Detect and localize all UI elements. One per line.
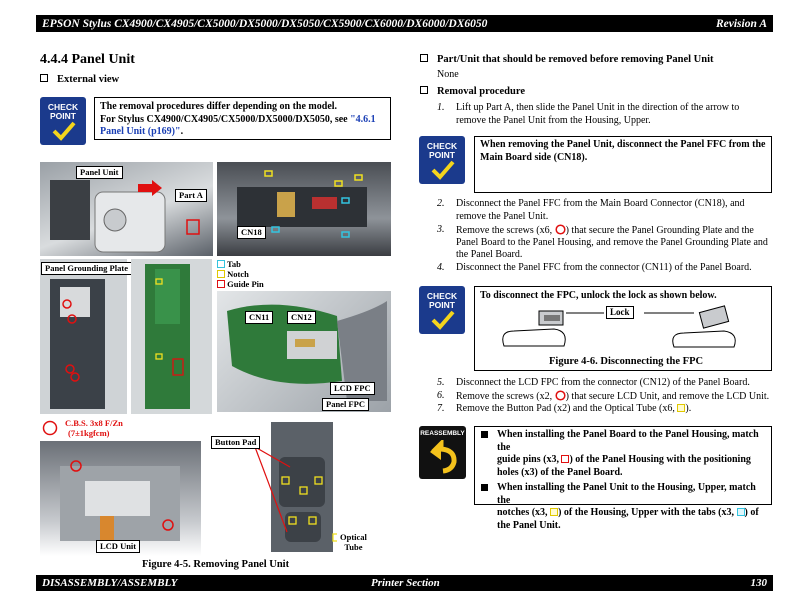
- optical-tube-marker-icon: [677, 404, 686, 412]
- callout-cn18: CN18: [237, 226, 266, 239]
- header-revision: Revision A: [715, 17, 767, 30]
- panel-unit-link[interactable]: "4.6.1 Panel Unit (p169)": [100, 113, 376, 138]
- callout-cn11: CN11: [245, 311, 274, 324]
- notch-marker-icon: [550, 508, 559, 516]
- notch-marker-icon: [217, 270, 225, 278]
- reassembly-note: When installing the Panel Board to the P…: [474, 426, 772, 531]
- photo-main-board-cn18: [217, 162, 391, 256]
- checkpoint-line: For Stylus CX4900/CX4905/CX5000/DX5000/D…: [100, 113, 376, 138]
- legend-guide-pin: Guide Pin: [217, 279, 274, 289]
- step-3: 3. Remove the screws (x6, ) that secure …: [437, 224, 768, 260]
- screw-legend: C.B.S. 3x8 F/Zn (7±1kgfcm): [40, 417, 135, 441]
- screw-marker-icon: [555, 390, 566, 401]
- callout-part-a: Part A: [175, 189, 207, 202]
- guide-pin-marker-icon: [561, 455, 570, 463]
- header-title: EPSON Stylus CX4900/CX4905/CX5000/DX5000…: [42, 17, 488, 30]
- photo-panel-board: [131, 259, 212, 414]
- reassembly-item-2: When installing the Panel Unit to the Ho…: [479, 482, 767, 532]
- checkpoint-note-fpc: To disconnect the FPC, unlock the lock a…: [474, 286, 772, 371]
- callout-lcd-fpc: LCD FPC: [330, 382, 375, 395]
- checkpoint-line: The removal procedures differ depending …: [100, 101, 338, 112]
- bullet-icon: [481, 431, 488, 438]
- prerequisite-heading: Part/Unit that should be removed before …: [420, 54, 714, 65]
- screw-marker-icon: [555, 224, 566, 235]
- photo-panel-grounding-plate: [40, 259, 127, 414]
- screw-marker-icon: [42, 420, 58, 436]
- tab-marker-icon: [217, 260, 225, 268]
- legend: Tab Notch Guide Pin: [217, 259, 274, 289]
- step-6: 6. Remove the screws (x2, ) that secure …: [437, 390, 770, 402]
- square-bullet-icon: [40, 74, 48, 82]
- footer-section: Printer Section: [371, 577, 440, 589]
- checkpoint-icon: CHECK POINT: [40, 97, 86, 145]
- callout-cn12: CN12: [287, 311, 316, 324]
- photo-lcd-unit: [40, 441, 201, 556]
- figure-4-5-caption: Figure 4-5. Removing Panel Unit: [142, 559, 290, 570]
- guide-pin-marker-icon: [217, 280, 225, 288]
- step-5: 5. Disconnect the LCD FPC from the conne…: [437, 377, 750, 388]
- checkpoint-note: The removal procedures differ depending …: [94, 97, 391, 140]
- legend-tab: Tab: [217, 259, 274, 269]
- callout-lock: Lock: [606, 306, 634, 319]
- tab-marker-icon: [736, 508, 745, 516]
- footer-chapter: DISASSEMBLY/ASSEMBLY: [42, 577, 178, 589]
- checkpoint-note-cn18: When removing the Panel Unit, disconnect…: [474, 136, 772, 193]
- footer-page-number: 130: [750, 577, 768, 589]
- external-view-heading: External view: [40, 74, 119, 85]
- removal-heading: Removal procedure: [420, 86, 525, 97]
- callout-panel-grounding-plate: Panel Grounding Plate: [41, 262, 132, 275]
- figure-4-6-caption: Figure 4-6. Disconnecting the FPC: [549, 356, 704, 367]
- callout-button-pad: Button Pad: [211, 436, 261, 449]
- reassembly-item-1: When installing the Panel Board to the P…: [479, 429, 767, 479]
- reassembly-icon: REASSEMBLY: [419, 426, 466, 479]
- fpc-lock-diagram: [502, 305, 736, 348]
- section-title: 4.4.4 Panel Unit: [40, 52, 135, 67]
- square-bullet-icon: [420, 54, 428, 62]
- page-footer: DISASSEMBLY/ASSEMBLY Printer Section 130: [36, 575, 773, 591]
- legend-notch: Notch: [217, 269, 274, 279]
- callout-panel-unit: Panel Unit: [76, 166, 123, 179]
- prerequisite-value: None: [437, 69, 459, 80]
- square-bullet-icon: [420, 86, 428, 94]
- screw-spec: C.B.S. 3x8 F/Zn (7±1kgfcm): [65, 418, 123, 438]
- step-1: 1. Lift up Part A, then slide the Panel …: [437, 102, 740, 126]
- callout-lcd-unit: LCD Unit: [96, 540, 141, 553]
- step-7: 7. Remove the Button Pad (x2) and the Op…: [437, 403, 692, 414]
- photo-panel-unit: [40, 162, 213, 256]
- step-4: 4. Disconnect the Panel FFC from the con…: [437, 262, 752, 273]
- page-header: EPSON Stylus CX4900/CX4905/CX5000/DX5000…: [36, 15, 773, 32]
- callout-panel-fpc: Panel FPC: [322, 398, 369, 411]
- bullet-icon: [481, 484, 488, 491]
- step-2: 2. Disconnect the Panel FFC from the Mai…: [437, 198, 745, 222]
